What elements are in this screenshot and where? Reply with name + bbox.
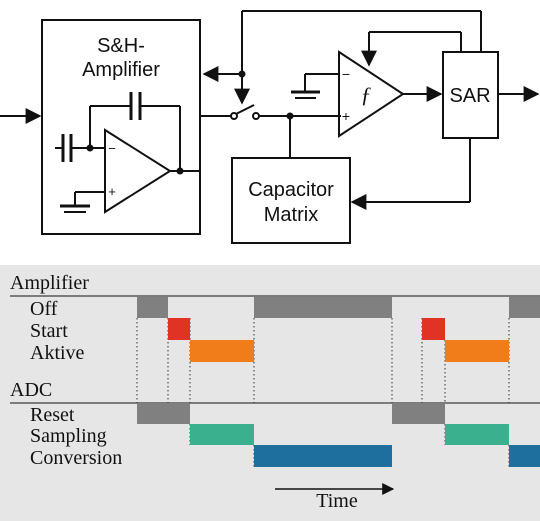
sar-label: SAR bbox=[449, 85, 490, 107]
switch-contact-left bbox=[230, 112, 238, 120]
aktive-bar-1 bbox=[190, 340, 254, 362]
start-bar-1 bbox=[168, 318, 190, 340]
row-label-sampling: Sampling bbox=[30, 425, 107, 447]
cap-matrix-label-line1: Capacitor bbox=[248, 179, 334, 201]
row-label-aktive: Aktive bbox=[30, 342, 85, 364]
opamp-minus-sign: − bbox=[108, 141, 116, 156]
aktive-bar-2 bbox=[445, 340, 509, 362]
comparator-symbol: ƒ bbox=[361, 82, 372, 107]
off-bar-1 bbox=[137, 297, 168, 318]
sh-label-line2: Amplifier bbox=[82, 59, 160, 81]
switch bbox=[235, 104, 255, 115]
comparator-triangle bbox=[338, 50, 405, 138]
off-bar-3 bbox=[509, 297, 540, 318]
row-label-start: Start bbox=[30, 320, 68, 342]
sampling-bar-2 bbox=[445, 424, 509, 445]
opamp-plus-sign: + bbox=[108, 184, 116, 199]
row-label-reset: Reset bbox=[30, 404, 75, 426]
comparator-minus-sign: − bbox=[342, 66, 350, 82]
group-label-amplifier: Amplifier bbox=[10, 272, 89, 294]
cap-matrix-label-line2: Matrix bbox=[264, 204, 318, 226]
comparator-plus-sign: + bbox=[342, 108, 350, 124]
opamp-triangle bbox=[104, 128, 172, 214]
time-label: Time bbox=[316, 490, 358, 512]
start-bar-2 bbox=[422, 318, 445, 340]
row-label-conversion: Conversion bbox=[30, 447, 122, 469]
sh-amplifier-block bbox=[41, 19, 201, 235]
switch-contact-right bbox=[252, 112, 260, 120]
row-label-off: Off bbox=[30, 298, 58, 320]
sampling-bar-1 bbox=[190, 424, 254, 445]
reset-bar-1 bbox=[137, 404, 190, 424]
conversion-bar-2 bbox=[509, 445, 540, 467]
sh-label-line1: S&H- bbox=[97, 35, 145, 57]
group-label-adc: ADC bbox=[10, 379, 52, 401]
conversion-bar-1 bbox=[254, 445, 392, 467]
reset-bar-2 bbox=[392, 404, 445, 424]
off-bar-2 bbox=[254, 297, 392, 318]
